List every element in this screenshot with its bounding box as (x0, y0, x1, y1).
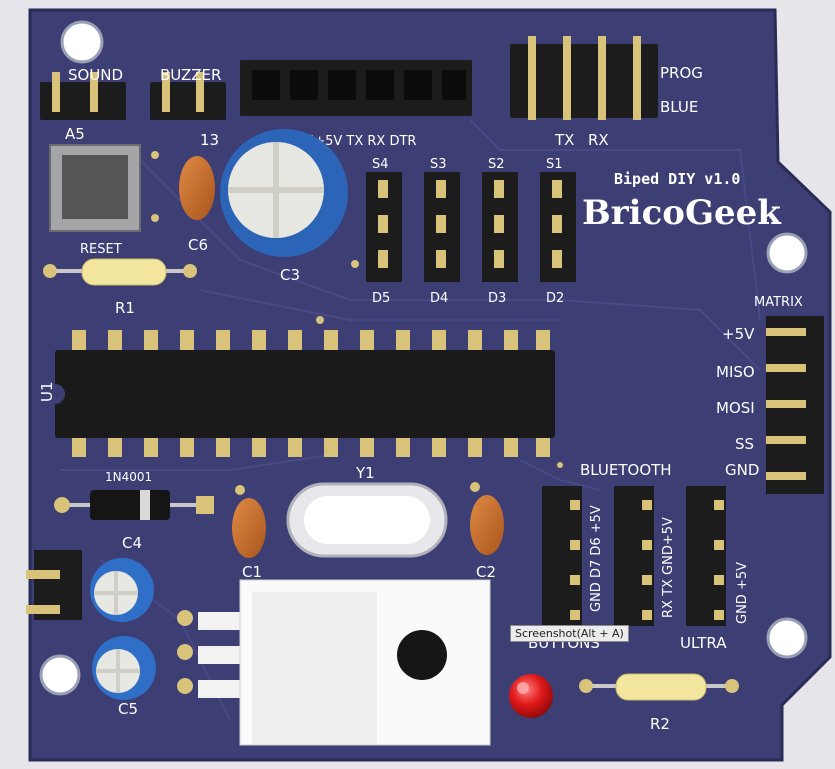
buttons-header (542, 486, 582, 626)
reset-button (49, 144, 141, 232)
label-matrix-5v: +5V (722, 325, 755, 343)
c6-ceramic-capacitor (179, 156, 215, 220)
c1-ceramic-capacitor (232, 498, 266, 558)
voltage-regulator (177, 579, 491, 746)
screenshot-tooltip: Screenshot(Alt + A) (510, 625, 629, 642)
matrix-header (766, 316, 824, 494)
label-c2: C2 (476, 563, 496, 581)
label-buttons-pins: GND D7 D6 +5V (589, 505, 604, 612)
label-diode: 1N4001 (105, 470, 152, 484)
bluetooth-header (614, 486, 654, 626)
label-a5: A5 (65, 125, 85, 143)
u1-microcontroller (55, 330, 555, 457)
servo-headers (366, 172, 576, 282)
c5-electrolytic-capacitor (92, 636, 156, 700)
y1-crystal (286, 482, 448, 558)
label-y1: Y1 (355, 464, 375, 482)
label-tx-top: TX (554, 131, 574, 149)
label-c4: C4 (122, 534, 142, 552)
label-buzzer: BUZZER (160, 66, 221, 84)
c3-electrolytic-capacitor (220, 129, 348, 257)
label-d5: D5 (372, 291, 390, 306)
label-r2: R2 (650, 715, 670, 733)
r1-resistor (43, 258, 197, 286)
label-c3: C3 (280, 266, 300, 284)
label-c6: C6 (188, 236, 208, 254)
label-bluetooth-pins: RX TX GND+5V (661, 517, 676, 618)
label-r1: R1 (115, 299, 135, 317)
label-d3: D3 (488, 291, 506, 306)
brand-logo: BricoGeek (582, 193, 782, 233)
label-blue: BLUE (660, 98, 698, 116)
d1-diode (54, 490, 214, 520)
sound-jumper-header (40, 72, 126, 120)
label-s2: S2 (488, 157, 505, 172)
label-mosi: MOSI (716, 399, 755, 417)
status-led (509, 674, 553, 718)
ultra-header (686, 486, 726, 626)
label-c5: C5 (118, 700, 138, 718)
r2-resistor (579, 673, 739, 701)
label-d4: D4 (430, 291, 448, 306)
label-c1: C1 (242, 563, 262, 581)
buzzer-jumper-header (150, 72, 226, 120)
c4-electrolytic-capacitor (90, 558, 154, 622)
label-u1: U1 (38, 381, 56, 402)
label-ss: SS (735, 435, 754, 453)
label-prog: PROG (660, 64, 703, 82)
label-matrix-gnd: GND (725, 461, 759, 479)
label-d2: D2 (546, 291, 564, 306)
label-s4: S4 (372, 157, 389, 172)
label-rx-top: RX (588, 131, 609, 149)
label-s3: S3 (430, 157, 447, 172)
label-matrix: MATRIX (754, 295, 803, 310)
label-s1: S1 (546, 157, 563, 172)
vias (151, 151, 563, 495)
c2-ceramic-capacitor (470, 495, 504, 555)
label-13: 13 (200, 131, 219, 149)
prog-blue-header (510, 36, 658, 120)
serial-female-header (240, 60, 472, 116)
label-reset: RESET (80, 242, 122, 257)
label-ultra-pins: GND +5V (735, 562, 750, 624)
label-ultra: ULTRA (680, 634, 727, 652)
power-header (26, 550, 82, 620)
mounting-holes (39, 20, 808, 696)
label-sound: SOUND (68, 66, 123, 84)
label-miso: MISO (716, 363, 755, 381)
board-title: Biped DIY v1.0 (614, 170, 740, 188)
label-bluetooth: BLUETOOTH (580, 461, 672, 479)
